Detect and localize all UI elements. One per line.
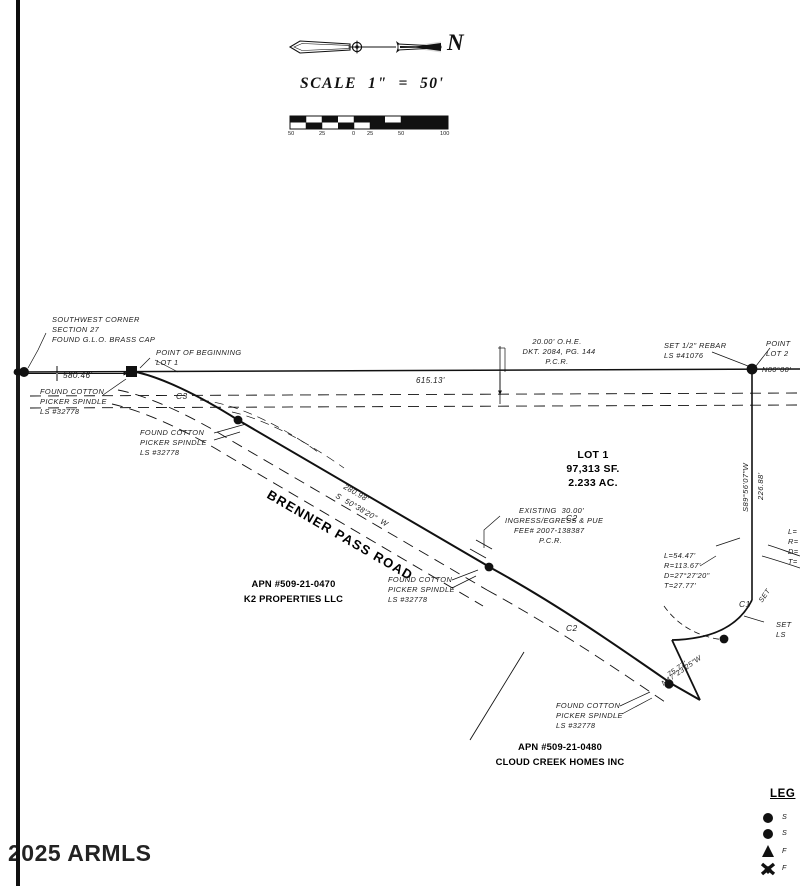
curve-main-R: R=113.67' bbox=[664, 561, 701, 570]
spindle-note-1-line3: LS #32778 bbox=[40, 407, 80, 416]
rebar-note-line1: SET 1/2" REBAR bbox=[664, 341, 727, 350]
scale-tick-0: 0 bbox=[352, 131, 356, 137]
monument-spindle-3 bbox=[664, 679, 674, 689]
pob-line2: LOT 1 bbox=[156, 358, 179, 367]
east-line-distance: 226.88' bbox=[756, 472, 765, 500]
spindle-note-2-line2: PICKER SPINDLE bbox=[140, 438, 207, 447]
legend-triangle-icon bbox=[762, 845, 774, 857]
scale-title: SCALE 1" = 50' bbox=[300, 75, 445, 92]
legend-item-1-label: S bbox=[782, 812, 787, 821]
sw-corner-note-line3: FOUND G.L.O. BRASS CAP bbox=[52, 335, 156, 344]
spindle-note-4-line3: LS #32778 bbox=[556, 721, 596, 730]
monument-rebar-curve bbox=[719, 634, 729, 644]
spindle-note-1-line2: PICKER SPINDLE bbox=[40, 397, 107, 406]
scan-margin bbox=[0, 0, 17, 886]
ohe-note-line3: P.C.R. bbox=[545, 357, 569, 366]
sw-corner-note-line2: SECTION 27 bbox=[52, 325, 100, 334]
curve-main-D: D=27°27'20" bbox=[664, 571, 710, 580]
dim-580: 580.46' bbox=[63, 371, 93, 380]
lot1-area-ac: 2.233 AC. bbox=[568, 477, 618, 489]
armls-watermark: 2025 ARMLS bbox=[8, 840, 152, 866]
legend-symbols bbox=[760, 813, 776, 876]
spindle-note-2-line3: LS #32778 bbox=[140, 448, 180, 457]
monument-pob bbox=[126, 366, 137, 377]
curve-edge-D: D= bbox=[788, 547, 799, 556]
parcel-1-apn: APN #509-21-0470 bbox=[251, 578, 336, 589]
spindle-note-3-line1: FOUND COTTON bbox=[388, 575, 453, 584]
spindle-note-3-line2: PICKER SPINDLE bbox=[388, 585, 455, 594]
spindle-note-4-line1: FOUND COTTON bbox=[556, 701, 621, 710]
parcel-2-owner: CLOUD CREEK HOMES INC bbox=[495, 756, 625, 767]
rebar-note-line2: LS #41076 bbox=[664, 351, 704, 360]
easement-note-line2: INGRESS/EGRESS & PUE bbox=[505, 516, 604, 525]
curve-label-c2a: C2 bbox=[566, 513, 578, 523]
scale-tick-50r: 50 bbox=[398, 131, 405, 137]
curve-main-T: T=27.77' bbox=[664, 581, 696, 590]
monument-sw-corner bbox=[19, 367, 29, 377]
curve-label-c1: C1 bbox=[739, 599, 751, 609]
monument-rebar-lot2 bbox=[746, 363, 758, 375]
curve-edge-R: R= bbox=[788, 537, 799, 546]
ohe-note-line1: 20.00' O.H.E. bbox=[532, 337, 582, 346]
curve-main-L: L=54.47' bbox=[664, 551, 696, 560]
monument-spindle-2 bbox=[484, 562, 494, 572]
sw-corner-note-line1: SOUTHWEST CORNER bbox=[52, 315, 140, 324]
scale-tick-25l: 25 bbox=[319, 131, 326, 137]
legend-item-4-label: F bbox=[782, 863, 787, 872]
ohe-note-line2: DKT. 2084, PG. 144 bbox=[522, 347, 596, 356]
legend-item-3-label: F bbox=[782, 846, 787, 855]
scale-tick-50l: 50 bbox=[288, 131, 295, 137]
north-arrow-glyph bbox=[288, 40, 442, 54]
legend-dot-icon-1 bbox=[763, 813, 773, 823]
curve-label-c3: C3 bbox=[176, 391, 188, 401]
scan-black-edge bbox=[16, 0, 20, 886]
parcel-1-owner: K2 PROPERTIES LLC bbox=[243, 593, 344, 604]
lot2-note-line1: POINT bbox=[766, 339, 791, 348]
pob-line1: POINT OF BEGINNING bbox=[156, 348, 242, 357]
legend-title: LEG bbox=[770, 788, 796, 800]
spindle-note-3-line3: LS #32778 bbox=[388, 595, 428, 604]
set-note-right-line2: LS bbox=[776, 630, 786, 639]
monument-points bbox=[13, 363, 758, 689]
lot2-note-line2: LOT 2 bbox=[766, 349, 789, 358]
scale-bar-graphic bbox=[289, 115, 449, 130]
dim-615: 615.13' bbox=[416, 376, 445, 385]
east-line-bearing: S89°56'07"W bbox=[741, 462, 750, 512]
easement-note-line3: FEE# 2007-138387 bbox=[514, 526, 585, 535]
lot1-name: LOT 1 bbox=[577, 449, 609, 461]
legend-dot-icon-2 bbox=[763, 829, 773, 839]
set-note-right-line1: SET bbox=[776, 620, 792, 629]
boundary-lines bbox=[19, 332, 800, 741]
curve-edge-T: T= bbox=[788, 557, 798, 566]
curve-edge-L: L= bbox=[788, 527, 798, 536]
lot1-area-sf: 97,313 SF. bbox=[566, 463, 620, 475]
legend-item-2-label: S bbox=[782, 828, 787, 837]
bearing-north-east: N00°00' bbox=[762, 365, 791, 374]
curve-label-c2b: C2 bbox=[566, 623, 578, 633]
monument-spindle-1 bbox=[233, 415, 243, 425]
easement-note-line4: P.C.R. bbox=[539, 536, 563, 545]
spindle-note-4-line2: PICKER SPINDLE bbox=[556, 711, 623, 720]
north-arrow-label: N bbox=[447, 30, 464, 55]
spindle-note-2-line1: FOUND COTTON bbox=[140, 428, 205, 437]
spindle-note-1-line1: FOUND COTTON bbox=[40, 387, 105, 396]
scale-tick-100: 100 bbox=[440, 131, 450, 137]
scale-tick-25r: 25 bbox=[367, 131, 374, 137]
parcel-2-apn: APN #509-21-0480 bbox=[518, 741, 602, 752]
easement-note-line1: EXISTING 30.00' bbox=[519, 506, 584, 515]
